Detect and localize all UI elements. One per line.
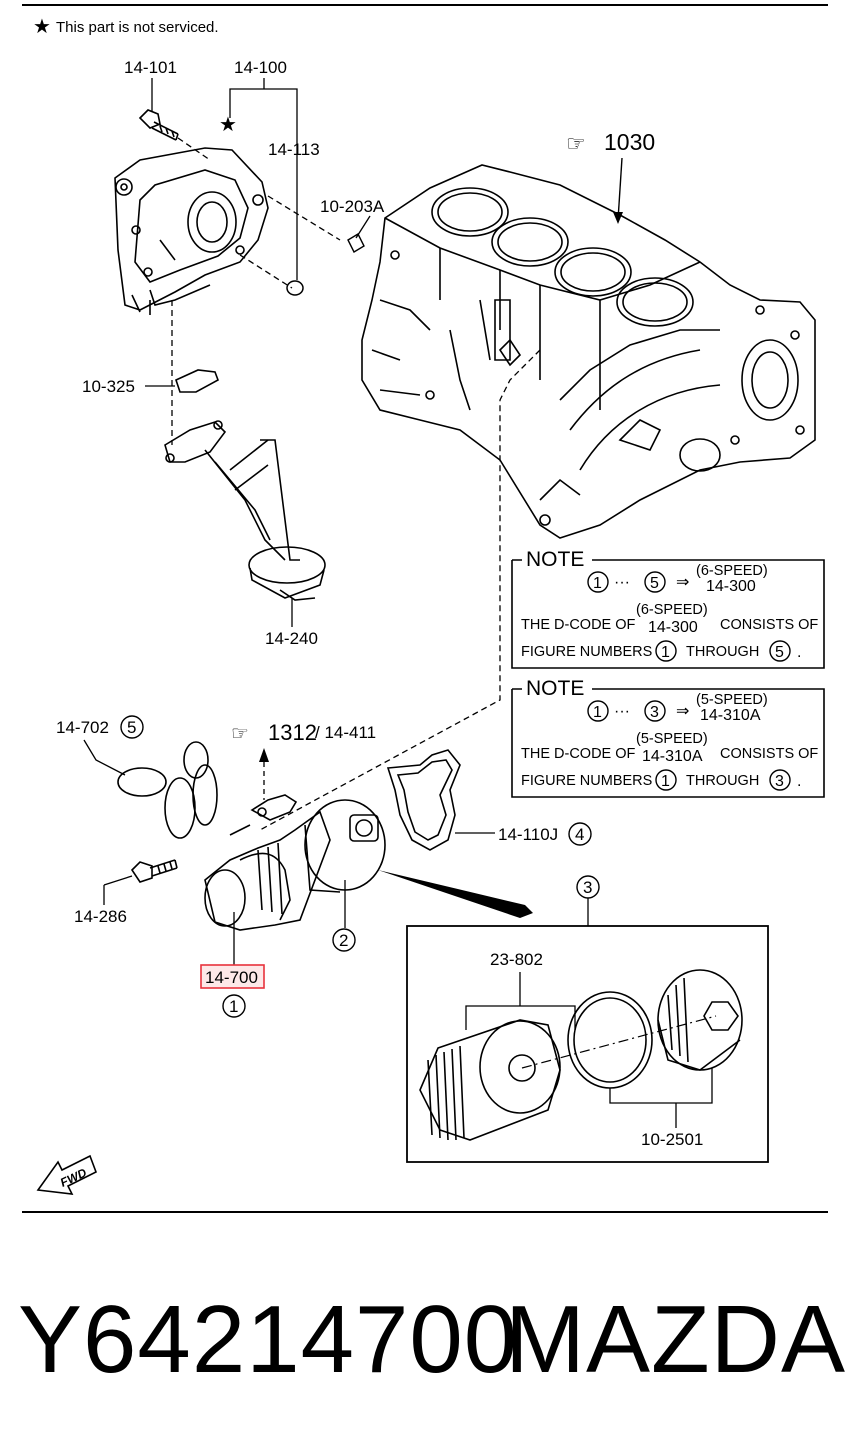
star-icon: ★: [219, 114, 237, 136]
label-1030: 1030: [604, 129, 655, 155]
note-1-period: .: [797, 644, 801, 661]
bolt-14-286-drawing: [130, 859, 178, 883]
bolt-14-101-drawing: [138, 109, 179, 141]
note-box-2: NOTE 1 ··· 3 ⇒ (5-SPEED) 14-310A THE D-C…: [511, 677, 825, 798]
note-2-code-a: 14-310A: [700, 707, 761, 724]
circled-5-bg: [120, 715, 144, 739]
label-10-2501: 10-2501: [641, 1130, 703, 1149]
note-1-line1b: CONSISTS OF: [720, 617, 818, 633]
oil-filter-housing-drawing: [204, 794, 386, 931]
note-box-1: NOTE 1 ··· 5 ⇒ (6-SPEED) 14-300 THE D-CO…: [511, 548, 825, 669]
pump-dashed-leaders: [171, 137, 341, 445]
label-10-203A: 10-203A: [320, 197, 385, 216]
brand-name: MAZDA: [505, 1286, 846, 1393]
label-14-101: 14-101: [124, 58, 177, 77]
arrowhead: [613, 212, 623, 224]
note-2-speed-b: (5-SPEED): [636, 731, 708, 747]
note-2-line2b: THROUGH: [686, 773, 759, 789]
highlight-box-14-700[interactable]: [200, 964, 265, 989]
label-14-240: 14-240: [265, 629, 318, 648]
note-2-to-b: 3: [775, 773, 784, 790]
note-1-code-a: 14-300: [706, 578, 756, 595]
legend-text: This part is not serviced.: [56, 19, 219, 36]
fwd-arrow-icon: FWD: [36, 1154, 98, 1195]
pointing-hand-icon: ☞: [566, 131, 586, 156]
note-2-from: 1: [593, 704, 602, 721]
circled-1-bg: [222, 994, 246, 1018]
orings-14-702-drawing: [117, 741, 218, 839]
label-14-110J: 14-110J: [498, 825, 558, 844]
label-14-286: 14-286: [74, 907, 127, 926]
leader-14-702: [83, 739, 126, 776]
leader-1030: [617, 157, 623, 221]
block-dashed-leader: [259, 349, 541, 831]
filter-cap-drawing: [657, 969, 743, 1071]
note-1-title: NOTE: [526, 548, 584, 571]
oring-23-802-drawing: [567, 991, 653, 1089]
note-2-period: .: [797, 773, 801, 790]
label-14-700[interactable]: 14-700: [205, 968, 258, 987]
note-1-to-b: 5: [775, 644, 784, 661]
oil-pump-drawing: [114, 147, 269, 315]
leader-14-286-b: [103, 875, 133, 886]
note-1-arrow: ⇒: [676, 574, 689, 591]
label-14-100: 14-100: [234, 58, 287, 77]
label-14-702: 14-702: [56, 718, 109, 737]
arrowhead: [259, 748, 269, 762]
pointing-hand-icon: ☞: [231, 723, 249, 745]
label-1312: 1312: [268, 720, 317, 745]
gasket-10-325-drawing: [175, 369, 219, 393]
note-2-to: 3: [650, 704, 659, 721]
note-2-code-b: 14-310A: [642, 748, 703, 765]
detail-callout-wedge: [378, 870, 533, 918]
leader-10-203A: [355, 215, 371, 239]
note-1-to: 5: [650, 575, 659, 592]
note-2-speed-a: (5-SPEED): [696, 692, 768, 708]
oring-14-113-drawing: [286, 280, 304, 296]
note-2-arrow: ⇒: [676, 703, 689, 720]
centerline: [521, 1015, 717, 1069]
note-2-title: NOTE: [526, 677, 584, 700]
filter-element-drawing: [419, 1019, 561, 1141]
circled-1: 1: [229, 997, 238, 1016]
note-2-dots: ···: [614, 703, 630, 720]
note-1-speed-a: (6-SPEED): [696, 563, 768, 579]
gasket-14-110J-drawing: [386, 749, 461, 851]
note-1-line1a: THE D-CODE OF: [521, 617, 636, 633]
circled-5: 5: [127, 718, 136, 737]
note-1-dots: ···: [614, 574, 630, 591]
note-1-from: 1: [593, 575, 602, 592]
label-23-802: 23-802: [490, 950, 543, 969]
label-14-113: 14-113: [268, 140, 320, 159]
label-14-411: / 14-411: [315, 723, 376, 742]
circled-4: 4: [575, 825, 584, 844]
detail-box: [406, 925, 769, 1163]
circled-2-bg: [332, 928, 356, 952]
note-2-line2a: FIGURE NUMBERS: [521, 773, 652, 789]
note-2-from-b: 1: [661, 773, 670, 790]
note-1-speed-b: (6-SPEED): [636, 602, 708, 618]
note-2-line1b: CONSISTS OF: [720, 746, 818, 762]
circled-4-bg: [568, 822, 592, 846]
note-2-line1a: THE D-CODE OF: [521, 746, 636, 762]
pin-10-203A-drawing: [347, 233, 365, 253]
note-1-from-b: 1: [661, 644, 670, 661]
circled-3: 3: [583, 878, 592, 897]
part-number: Y64214700: [18, 1286, 519, 1393]
note-1-code-b: 14-300: [648, 619, 698, 636]
engine-block-drawing: [361, 164, 816, 539]
circled-2: 2: [339, 931, 348, 950]
label-10-325: 10-325: [82, 377, 135, 396]
note-1-line2b: THROUGH: [686, 644, 759, 660]
oil-strainer-drawing: [164, 420, 326, 601]
leader-14-100: [229, 78, 298, 280]
note-1-line2a: FIGURE NUMBERS: [521, 644, 652, 660]
star-icon: ★: [33, 16, 51, 38]
leader-23-802: [465, 972, 576, 1030]
leader-10-2501: [609, 1068, 713, 1128]
